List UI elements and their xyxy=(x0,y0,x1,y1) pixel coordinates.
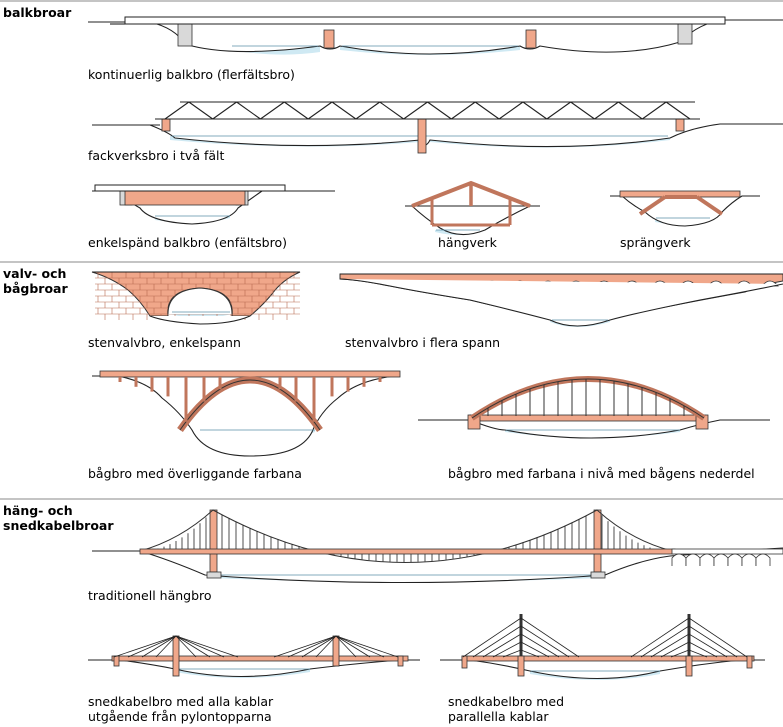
stone-arch-single-bridge xyxy=(91,271,301,325)
caption-deck-arch: bågbro med överliggande farbana xyxy=(88,466,302,481)
deck-arch-bridge xyxy=(92,370,401,457)
section-title-beam: balkbroar xyxy=(3,5,72,20)
caption-suspension: traditionell hängbro xyxy=(88,588,212,603)
cable-stayed-harp-bridge xyxy=(440,614,765,680)
caption-cable-stayed-fan-line2: utgående från pylontopparna xyxy=(88,709,272,724)
section-title-suspension-line2: snedkabelbroar xyxy=(3,518,114,533)
caption-king-post: hängverk xyxy=(438,235,498,250)
through-arch-bridge xyxy=(418,376,770,439)
approach-viaduct xyxy=(671,548,783,566)
caption-cable-stayed-harp-line1: snedkabelbro med xyxy=(448,694,564,709)
caption-truss-two-span: fackverksbro i två fält xyxy=(88,148,224,163)
caption-stone-arch-multi: stenvalvbro i flera spann xyxy=(345,335,500,350)
king-post-bridge xyxy=(405,180,540,236)
strut-frame-bridge xyxy=(610,190,760,227)
stone-arch-multi-bridge xyxy=(339,273,783,327)
truss-two-span-bridge xyxy=(92,101,783,154)
caption-through-arch: bågbro med farbana i nivå med bågens ned… xyxy=(448,466,755,481)
continuous-beam-bridge xyxy=(88,16,783,55)
cable-stayed-fan-bridge xyxy=(88,635,420,678)
caption-simple-beam: enkelspänd balkbro (enfältsbro) xyxy=(88,235,287,250)
caption-stone-arch-single: stenvalvbro, enkelspann xyxy=(88,335,241,350)
caption-continuous-beam: kontinuerlig balkbro (flerfältsbro) xyxy=(88,67,295,82)
simple-beam-bridge xyxy=(92,184,335,225)
section-title-arch-line2: bågbroar xyxy=(3,281,68,296)
suspension-bridge xyxy=(92,509,783,584)
caption-cable-stayed-fan-line1: snedkabelbro med alla kablar xyxy=(88,694,274,709)
section-title-arch-line1: valv- och xyxy=(3,266,66,281)
caption-cable-stayed-harp-line2: parallella kablar xyxy=(448,709,549,724)
caption-strut-frame: sprängverk xyxy=(620,235,691,250)
section-title-suspension-line1: häng- och xyxy=(3,503,73,518)
